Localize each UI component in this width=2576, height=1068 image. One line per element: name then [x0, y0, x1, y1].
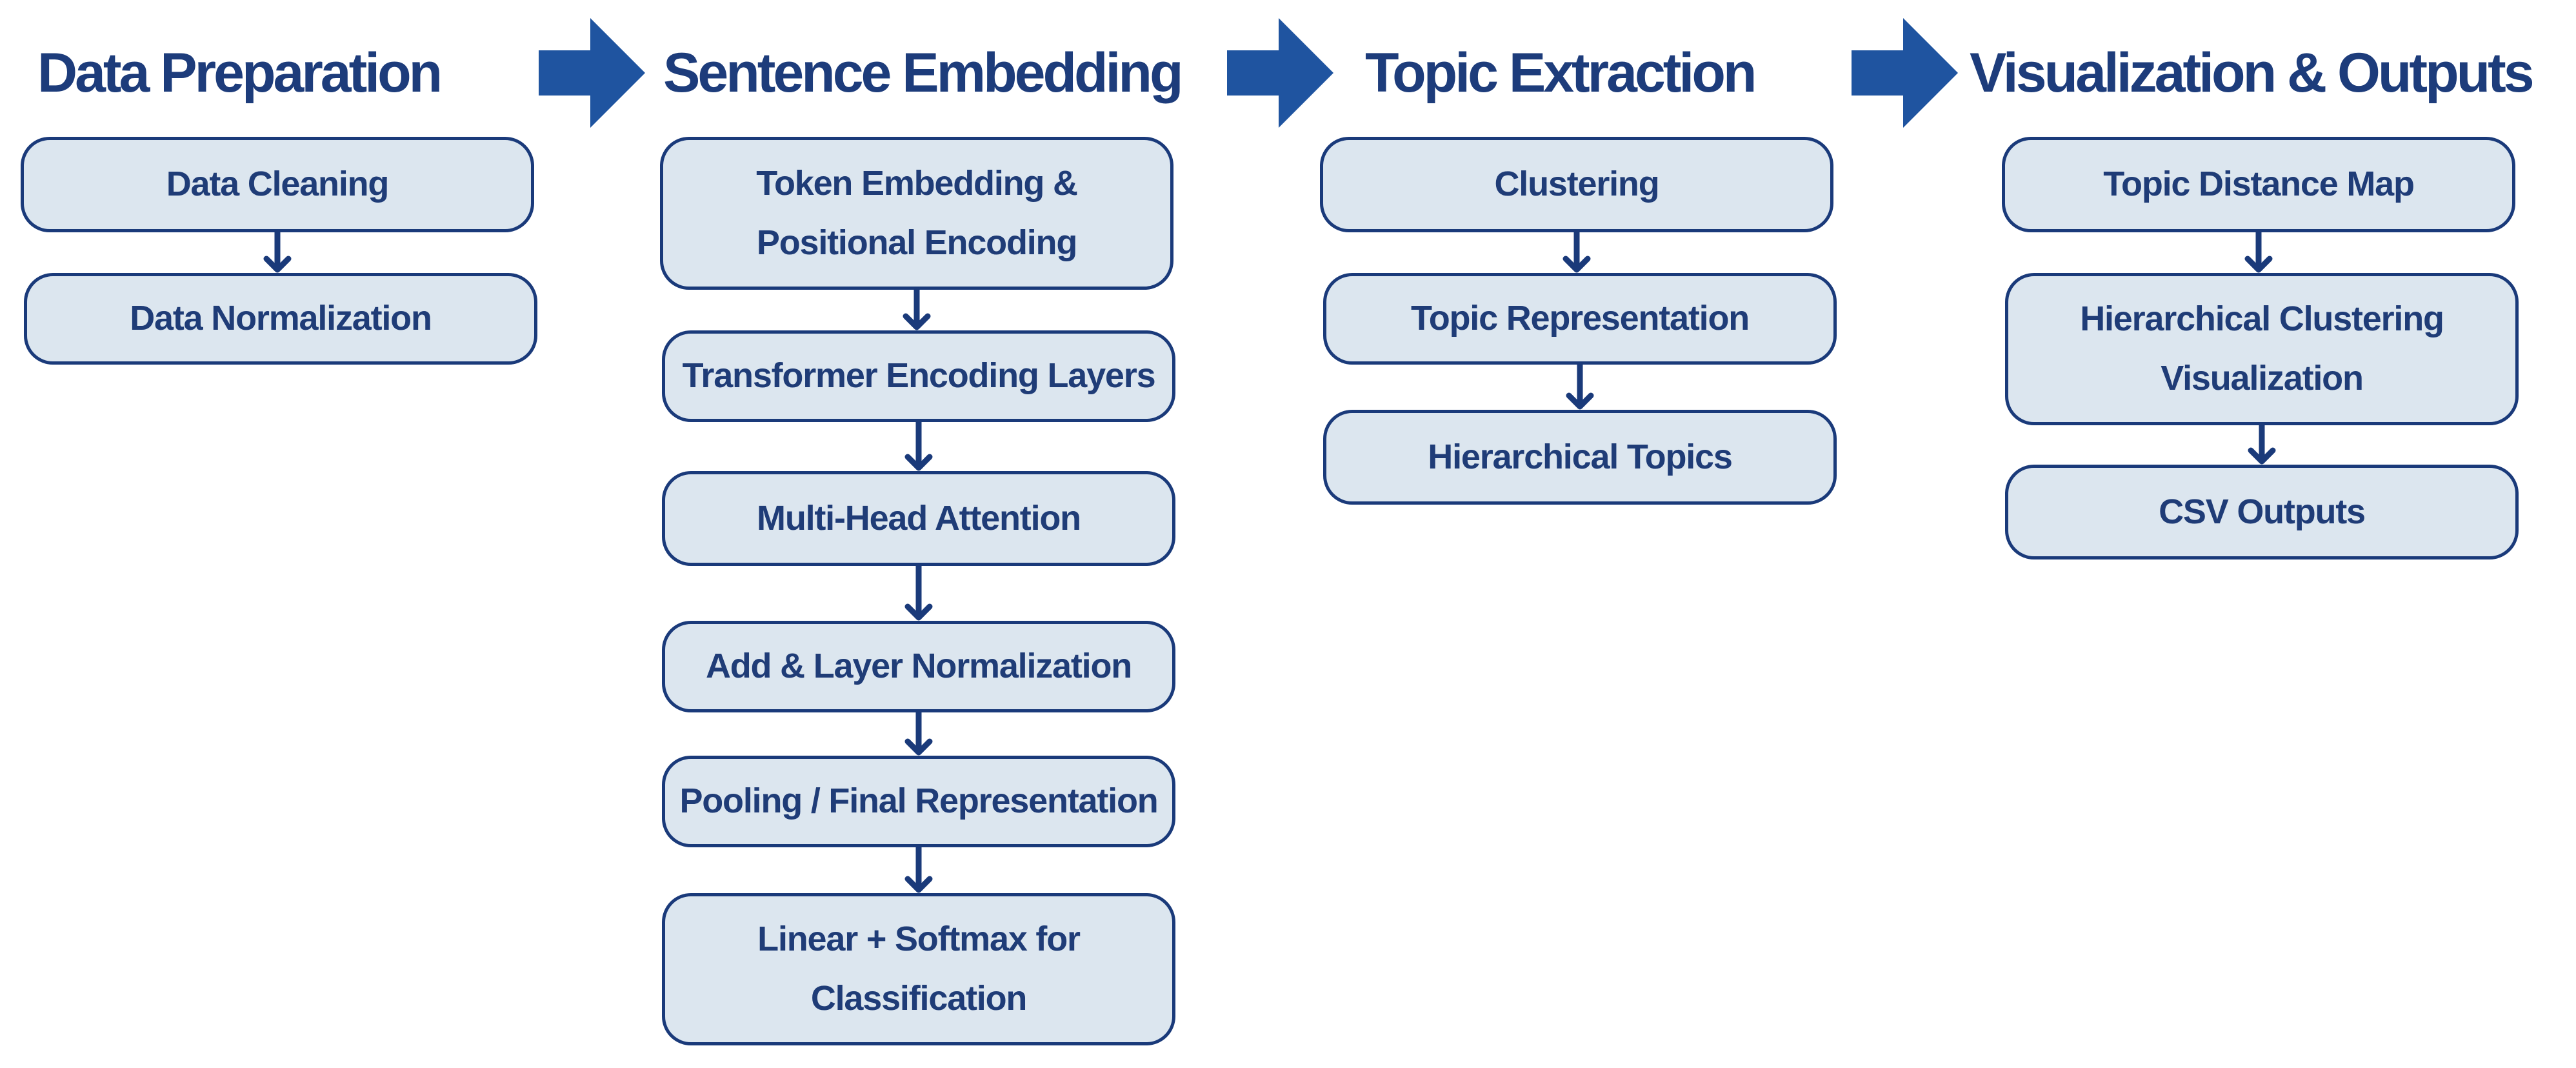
step-pooling-final-representation: Pooling / Final Representation: [662, 756, 1175, 847]
step-multi-head-attention: Multi-Head Attention: [662, 471, 1175, 566]
down-arrow-icon: [1563, 229, 1591, 273]
down-arrow-icon: [1566, 361, 1594, 410]
step-topic-distance-map: Topic Distance Map: [2002, 137, 2515, 232]
stage-title-data-preparation: Data Preparation: [37, 42, 443, 104]
down-arrow-icon: [263, 229, 292, 273]
block-right-arrow-icon: [1227, 18, 1333, 128]
stage-title-visualization-outputs: Visualization & Outputs: [1970, 42, 2535, 104]
block-right-arrow-icon: [539, 18, 645, 128]
stage-title-sentence-embedding: Sentence Embedding: [663, 42, 1183, 104]
down-arrow-icon: [2244, 229, 2273, 273]
down-arrow-icon: [904, 419, 933, 471]
step-transformer-encoding-layers: Transformer Encoding Layers: [662, 330, 1175, 422]
step-data-cleaning: Data Cleaning: [21, 137, 534, 232]
step-token-embedding: Token Embedding &Positional Encoding: [660, 137, 1173, 290]
down-arrow-icon: [904, 844, 933, 893]
down-arrow-icon: [904, 709, 933, 756]
step-csv-outputs: CSV Outputs: [2005, 465, 2519, 559]
step-add-layer-normalization: Add & Layer Normalization: [662, 621, 1175, 712]
stage-title-topic-extraction: Topic Extraction: [1365, 42, 1757, 104]
step-hierarchical-topics: Hierarchical Topics: [1323, 410, 1837, 505]
down-arrow-icon: [2248, 422, 2276, 465]
block-right-arrow-icon: [1852, 18, 1958, 128]
down-arrow-icon: [903, 287, 931, 330]
step-topic-representation: Topic Representation: [1323, 273, 1837, 365]
down-arrow-icon: [904, 563, 933, 621]
step-data-normalization: Data Normalization: [24, 273, 537, 365]
step-clustering: Clustering: [1320, 137, 1833, 232]
